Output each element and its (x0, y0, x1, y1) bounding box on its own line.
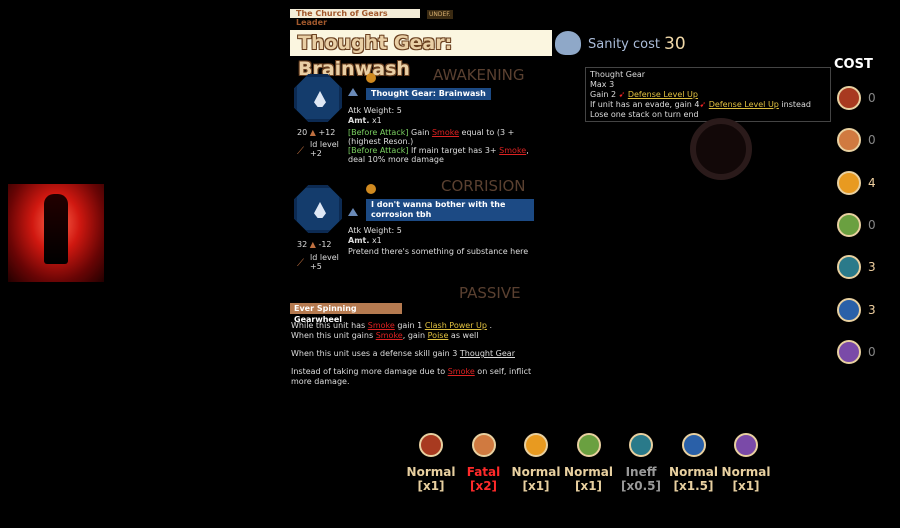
passive-name: Ever Spinning Gearwheel (290, 303, 402, 324)
cost-value: 0 (868, 217, 876, 232)
skill-icon[interactable] (294, 74, 342, 122)
cost-value: 0 (868, 133, 876, 148)
section-passive: PASSIVE (459, 284, 521, 302)
lust-icon (471, 433, 496, 457)
resistance-multiplier: [x1] (417, 479, 445, 493)
resistance-type: Ineff (625, 465, 657, 479)
coin-power: -12 (318, 240, 332, 249)
resistance-multiplier: [x0.5] (621, 479, 661, 493)
coin-power: +12 (318, 128, 336, 137)
coin-power-icon: ▲ (309, 128, 316, 137)
sloth-icon (524, 433, 548, 457)
resistance-type: Normal (406, 465, 456, 479)
skill-name: Thought Gear: Brainwash (366, 88, 491, 100)
sword-icon: ⟋ (297, 146, 304, 157)
level-value: +5 (310, 262, 322, 271)
base-power: 32 (297, 240, 308, 249)
pride-icon (348, 88, 358, 96)
skill-description: Pretend there's something of substance h… (348, 247, 529, 256)
tag-badge: UNDEF. (427, 10, 453, 19)
resistance-type: Normal (511, 465, 561, 479)
cost-label: COST (834, 57, 873, 72)
coin-icon (366, 184, 376, 194)
sanity-cost-value: 30 (664, 34, 686, 54)
sloth-icon (837, 170, 861, 195)
gloom-icon (629, 433, 653, 457)
resistance-label: Normal[x1] (511, 465, 561, 493)
cost-value: 4 (868, 175, 876, 190)
resistance-multiplier: [x2] (469, 479, 498, 493)
amt-label: Amt. (348, 116, 370, 125)
sanity-brain-icon (555, 31, 581, 55)
resistance-label: Normal[x1] (564, 465, 614, 493)
character-subtitle: The Church of Gears Leader (290, 9, 420, 27)
resistance-type: Normal (669, 465, 718, 479)
resistance-label: Fatal[x2] (459, 465, 509, 493)
lust-icon (837, 128, 861, 153)
thought-gear-emblem-icon (690, 118, 752, 180)
gluttony-icon (576, 433, 601, 457)
section-corrision: CORRISION (441, 177, 526, 195)
resistance-multiplier: [x1] (522, 479, 550, 493)
skill-icon[interactable] (294, 185, 342, 233)
pride-icon (837, 297, 861, 322)
atk-weight: Atk Weight: 5 (348, 226, 402, 235)
coin-power-icon: ▲ (309, 240, 316, 249)
pride-icon (348, 208, 358, 216)
coin-icon (366, 73, 376, 83)
resistance-type: Normal (721, 465, 771, 479)
passive-description: While this unit has Smoke gain 1 Clash P… (291, 321, 532, 386)
resistance-label: Ineff[x0.5] (616, 465, 666, 493)
skill-name: I don't wanna bother with the corrosion … (366, 199, 534, 221)
wrath-icon (419, 433, 443, 457)
sanity-cost-label: Sanity cost (588, 37, 660, 52)
sword-icon: ⟋ (297, 258, 304, 269)
envy-icon (734, 433, 758, 457)
thought-gear-tooltip: Thought Gear Max 3 Gain 2 ➹ Defense Leve… (585, 67, 831, 122)
resistance-type: Fatal (466, 465, 501, 479)
resistance-label: Normal[x1] (721, 465, 771, 493)
resistance-label: Normal[x1] (406, 465, 456, 493)
level-value: +2 (310, 149, 322, 158)
skill-title: Thought Gear: Brainwash (290, 30, 552, 80)
resistance-multiplier: [x1] (574, 479, 603, 493)
amt-label: Amt. (348, 236, 370, 245)
level-label: ld level (310, 253, 339, 262)
character-portrait (8, 184, 104, 282)
gluttony-icon (837, 212, 861, 237)
resistance-label: Normal[x1.5] (669, 465, 719, 493)
resistance-multiplier: [x1.5] (673, 479, 714, 493)
atk-weight: Atk Weight: 5 (348, 106, 402, 115)
amt-value: x1 (371, 116, 382, 125)
cost-value: 3 (868, 302, 876, 317)
section-awakening: AWAKENING (433, 66, 525, 84)
cost-value: 3 (868, 260, 876, 275)
amt-value: x1 (371, 236, 382, 245)
skill-description: [Before Attack] Gain Smoke equal to (3 +… (348, 128, 529, 164)
envy-icon (837, 339, 861, 364)
resistance-multiplier: [x1] (732, 479, 760, 493)
gloom-icon (837, 255, 861, 280)
level-label: ld level (310, 140, 339, 149)
base-power: 20 (297, 128, 308, 137)
pride-icon (681, 433, 706, 457)
cost-value: 0 (868, 91, 876, 105)
cost-value: 0 (868, 344, 876, 359)
resistance-type: Normal (564, 465, 613, 479)
wrath-icon (837, 86, 861, 110)
